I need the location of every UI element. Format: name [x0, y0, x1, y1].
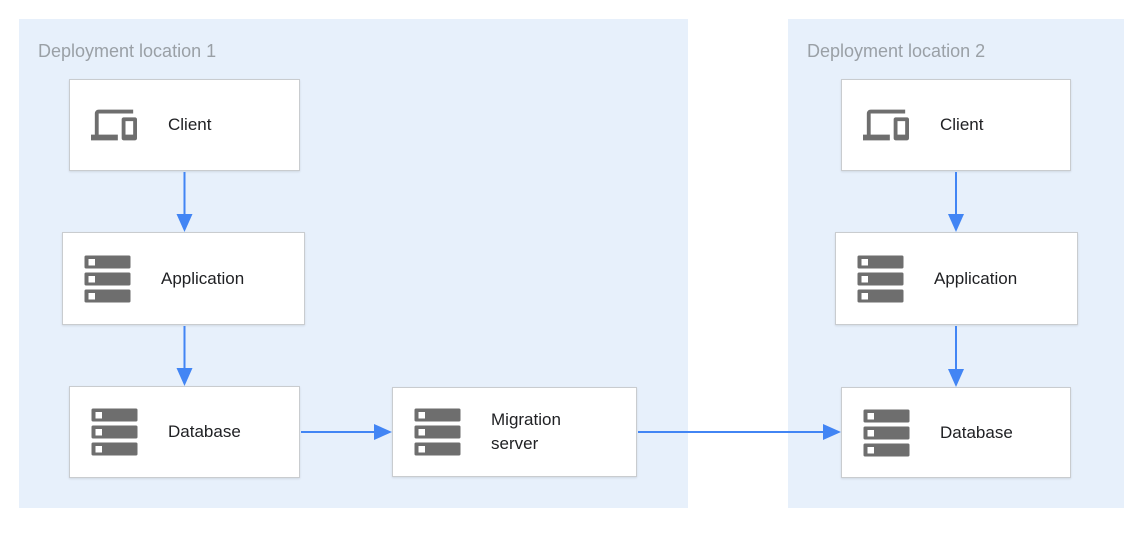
server-stack-icon [86, 408, 142, 456]
node-label: Client [940, 115, 984, 134]
node-label: Database [168, 422, 241, 441]
server-stack-icon [79, 255, 135, 303]
node-client-1: Client [69, 79, 300, 171]
node-migration-server: Migration server [392, 387, 637, 477]
node-application-2: Application [835, 232, 1078, 325]
region-title-1: Deployment location 1 [38, 41, 217, 61]
node-database-1: Database [69, 386, 300, 478]
region-title-2: Deployment location 2 [807, 41, 986, 61]
node-client-2: Client [841, 79, 1071, 171]
node-database-2: Database [841, 387, 1071, 478]
server-stack-icon [858, 409, 914, 457]
devices-icon [858, 102, 914, 148]
node-label: Migration server [491, 410, 561, 453]
node-label: Application [161, 268, 245, 288]
server-stack-icon [409, 408, 465, 456]
node-application-1: Application [62, 232, 305, 325]
server-stack-icon [852, 255, 908, 303]
node-label: Client [168, 115, 212, 134]
devices-icon [86, 102, 142, 148]
node-label: Database [940, 422, 1013, 442]
node-label: Application [934, 268, 1018, 288]
